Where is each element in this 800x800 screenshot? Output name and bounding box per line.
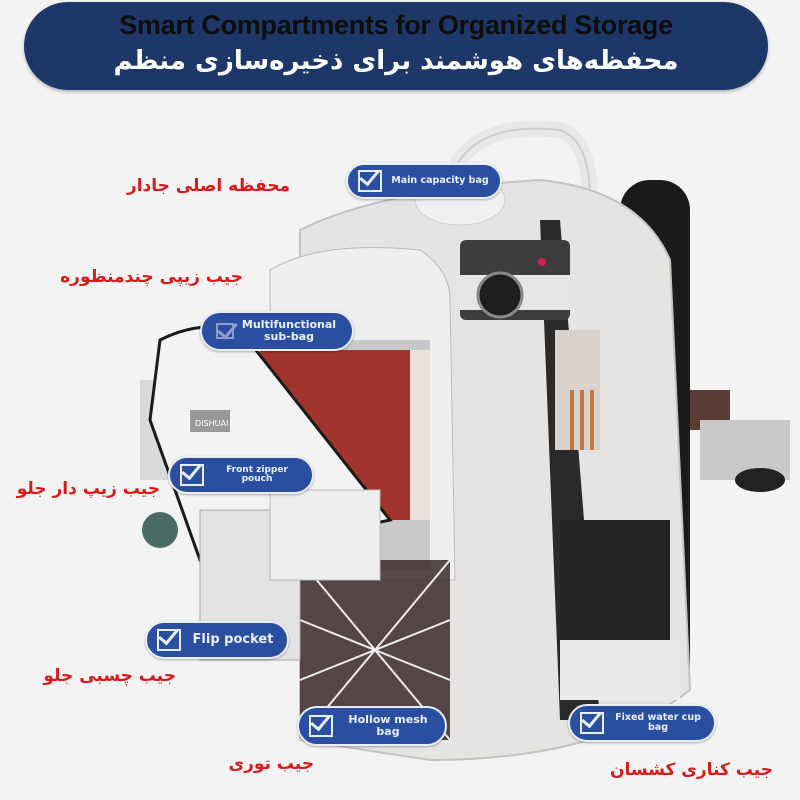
- label-hollow-mesh-bag: Hollow mesh bag: [297, 706, 447, 746]
- checkbox-icon: [216, 323, 234, 339]
- sunglasses-prop: [735, 468, 785, 492]
- keychain-prop: [142, 512, 178, 548]
- label-main-capacity-bag: Main capacity bag: [346, 163, 502, 199]
- caption-front-zipper-pouch-fa: جیب زیپ دار جلو: [16, 479, 160, 499]
- checkbox-icon: [358, 170, 382, 192]
- caption-multifunctional-sub-bag-fa: جیب زیپی چندمنظوره: [60, 267, 243, 287]
- label-fixed-water-cup-bag: Fixed water cup bag: [568, 704, 716, 742]
- brand-tag-text: DISHUAI: [195, 419, 228, 428]
- caption-main-capacity-bag-fa: محفظه اصلی جادار: [126, 176, 290, 196]
- caption-hollow-mesh-bag-fa: جیب توری: [228, 754, 314, 774]
- header-banner: Smart Compartments for Organized Storage…: [24, 2, 768, 90]
- brand-tag: [190, 410, 230, 432]
- caption-fixed-water-cup-bag-fa: جیب کناری کشسان: [610, 760, 773, 780]
- backpack-illustration: DISHUAI: [140, 120, 790, 762]
- checkbox-icon: [157, 629, 181, 651]
- label-flip-pocket: Flip pocket: [145, 621, 289, 659]
- label-multifunctional-sub-bag: Multifunctional sub-bag: [200, 311, 354, 351]
- title-english: Smart Compartments for Organized Storage: [119, 10, 673, 40]
- wallet-prop: [700, 420, 790, 480]
- checkbox-icon: [309, 715, 333, 737]
- checkbox-icon: [580, 712, 604, 734]
- title-persian: محفظه‌های هوشمند برای ذخیره‌سازی منظم: [113, 46, 679, 76]
- checkbox-icon: [180, 464, 204, 486]
- caption-flip-pocket-fa: جیب چسبی جلو: [43, 666, 176, 686]
- label-front-zipper-pouch: Front zipper pouch: [168, 456, 314, 494]
